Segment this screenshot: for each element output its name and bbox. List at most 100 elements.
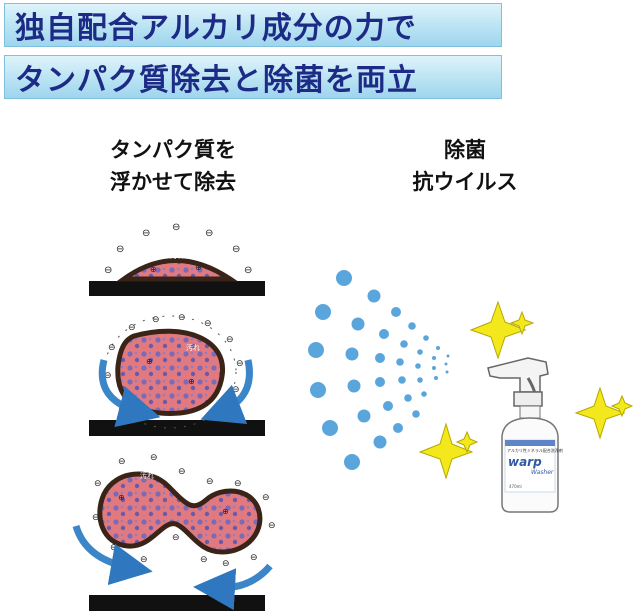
charge: ⊖ <box>172 533 180 543</box>
mist-dot <box>417 377 423 383</box>
charge: ⊖ <box>222 559 230 569</box>
charge: ⊕ <box>195 263 202 272</box>
mist-dot <box>398 376 406 384</box>
charge: ⊖ <box>178 313 186 323</box>
mist-dot <box>444 362 448 366</box>
mist-dot <box>393 423 403 433</box>
mist-dot <box>308 342 324 358</box>
stain-2 <box>115 328 225 416</box>
mist-dot <box>375 353 385 363</box>
trigger-head <box>487 357 549 393</box>
bottle-product: Washer <box>531 469 554 476</box>
mist-dot <box>423 335 429 341</box>
mist-dot <box>367 289 381 303</box>
charge: ⊖ <box>250 553 258 563</box>
mist-dot <box>351 317 365 331</box>
stain-1 <box>116 258 239 282</box>
charges-1: ⊖ ⊖ ⊖ ⊖ ⊖ ⊖ ⊖ ⊕ ⊕ <box>104 222 252 276</box>
disinfect-title-line-1: 除菌 <box>444 138 486 162</box>
charge: ⊕ <box>150 265 157 274</box>
lift-arrow-right-2 <box>200 359 253 424</box>
charge: ⊕ <box>222 507 229 516</box>
bottle-top-label: アルカリ性ミネラル配合洗浄剤 <box>507 447 563 453</box>
sparkle-icon <box>509 310 535 336</box>
sparkle-icon <box>469 300 527 360</box>
stain-label-2: 汚れ <box>186 344 200 352</box>
charge: ⊖ <box>206 477 214 487</box>
mist-dot <box>310 382 326 398</box>
surface-bar-2 <box>89 420 265 436</box>
mist-dot <box>375 377 385 387</box>
sparkle-icon <box>610 394 634 418</box>
mist-dot <box>400 340 408 348</box>
stain-label-3: 汚れ <box>140 472 154 480</box>
sparkle-icon <box>574 386 626 440</box>
mist-dot <box>396 358 404 366</box>
protein-title-line-1: タンパク質を <box>110 138 236 162</box>
charge: ⊖ <box>152 315 160 325</box>
bottle-volume: 470ml <box>509 484 522 489</box>
mist-dot <box>434 376 438 380</box>
charge: ⊖ <box>150 453 158 463</box>
charge: ⊖ <box>142 228 150 239</box>
surface-bar-3 <box>89 595 265 611</box>
sparkle-icon <box>418 422 474 480</box>
mist-dot <box>432 356 436 360</box>
charge: ⊖ <box>94 479 102 489</box>
mist-dot <box>315 304 331 320</box>
lift-arrow-right-3 <box>193 563 273 611</box>
charge: ⊖ <box>104 371 112 381</box>
headline-line-1: 独自配合アルカリ成分の力で <box>15 11 417 46</box>
charge: ⊖ <box>232 244 240 255</box>
charge: ⊖ <box>262 493 270 503</box>
stage-3-diagram: 汚れ ⊖ ⊖ ⊖ ⊖ ⊖ ⊖ ⊖ ⊖ ⊖ ⊖ ⊖ ⊖ ⊖ ⊖ ⊖ ⊕ ⊕ <box>72 453 276 611</box>
mist-dot <box>391 307 401 317</box>
mist-dot <box>357 409 371 423</box>
charge: ⊖ <box>118 457 126 467</box>
charge: ⊖ <box>128 323 136 333</box>
charge: ⊖ <box>236 359 244 369</box>
mist-dot <box>336 270 352 286</box>
charge: ⊖ <box>205 228 213 239</box>
charge: ⊖ <box>200 555 208 565</box>
charge: ⊖ <box>178 467 186 477</box>
label-stripe <box>505 440 555 446</box>
charge: ⊖ <box>172 222 180 233</box>
protein-removal-title: タンパク質を 浮かせて除去 <box>88 134 258 198</box>
charge: ⊖ <box>110 543 118 553</box>
lift-arrow-left-3 <box>72 524 153 586</box>
sparkle-icon <box>455 430 479 454</box>
charge: ⊖ <box>104 265 112 276</box>
mist-dot <box>347 379 361 393</box>
charge: ⊖ <box>92 513 100 523</box>
mist-dot <box>415 363 421 369</box>
surface-bar-1 <box>89 281 265 296</box>
bottle-brand: warp <box>508 455 542 469</box>
charge: ⊖ <box>226 335 234 345</box>
mist-dot <box>322 420 338 436</box>
stage-2-diagram: 汚れ ⊖ ⊖ ⊖ ⊖ ⊖ ⊖ ⊖ ⊖ ⊖ ⊖ ⊕ ⊕ <box>89 313 265 436</box>
headline-banner-2: タンパク質除去と除菌を両立 <box>4 55 502 99</box>
charge: ⊖ <box>268 521 276 531</box>
mist-dot <box>436 346 440 350</box>
stage-1-diagram: 汚れ ⊖ ⊖ ⊖ ⊖ ⊖ ⊖ ⊖ ⊕ ⊕ <box>89 222 265 296</box>
mist-dot <box>344 454 360 470</box>
mist-dot <box>432 366 436 370</box>
mist-dot <box>417 349 423 355</box>
protein-title-line-2: 浮かせて除去 <box>110 170 236 194</box>
sparkles <box>418 300 634 480</box>
mist-dot <box>373 435 387 449</box>
spray-mist <box>308 270 450 470</box>
charge: ⊕ <box>188 377 195 386</box>
mist-dot <box>445 370 449 374</box>
bottle-neck <box>519 405 541 419</box>
mist-dot <box>412 410 420 418</box>
charge: ⊖ <box>244 265 252 276</box>
mist-dot <box>345 347 359 361</box>
mist-dot <box>383 401 393 411</box>
disinfect-title: 除菌 抗ウイルス <box>380 134 550 198</box>
stain-label-1: 汚れ <box>170 252 184 260</box>
headline-banner-1: 独自配合アルカリ成分の力で <box>4 3 502 47</box>
lift-arrow-left-2 <box>98 359 161 428</box>
